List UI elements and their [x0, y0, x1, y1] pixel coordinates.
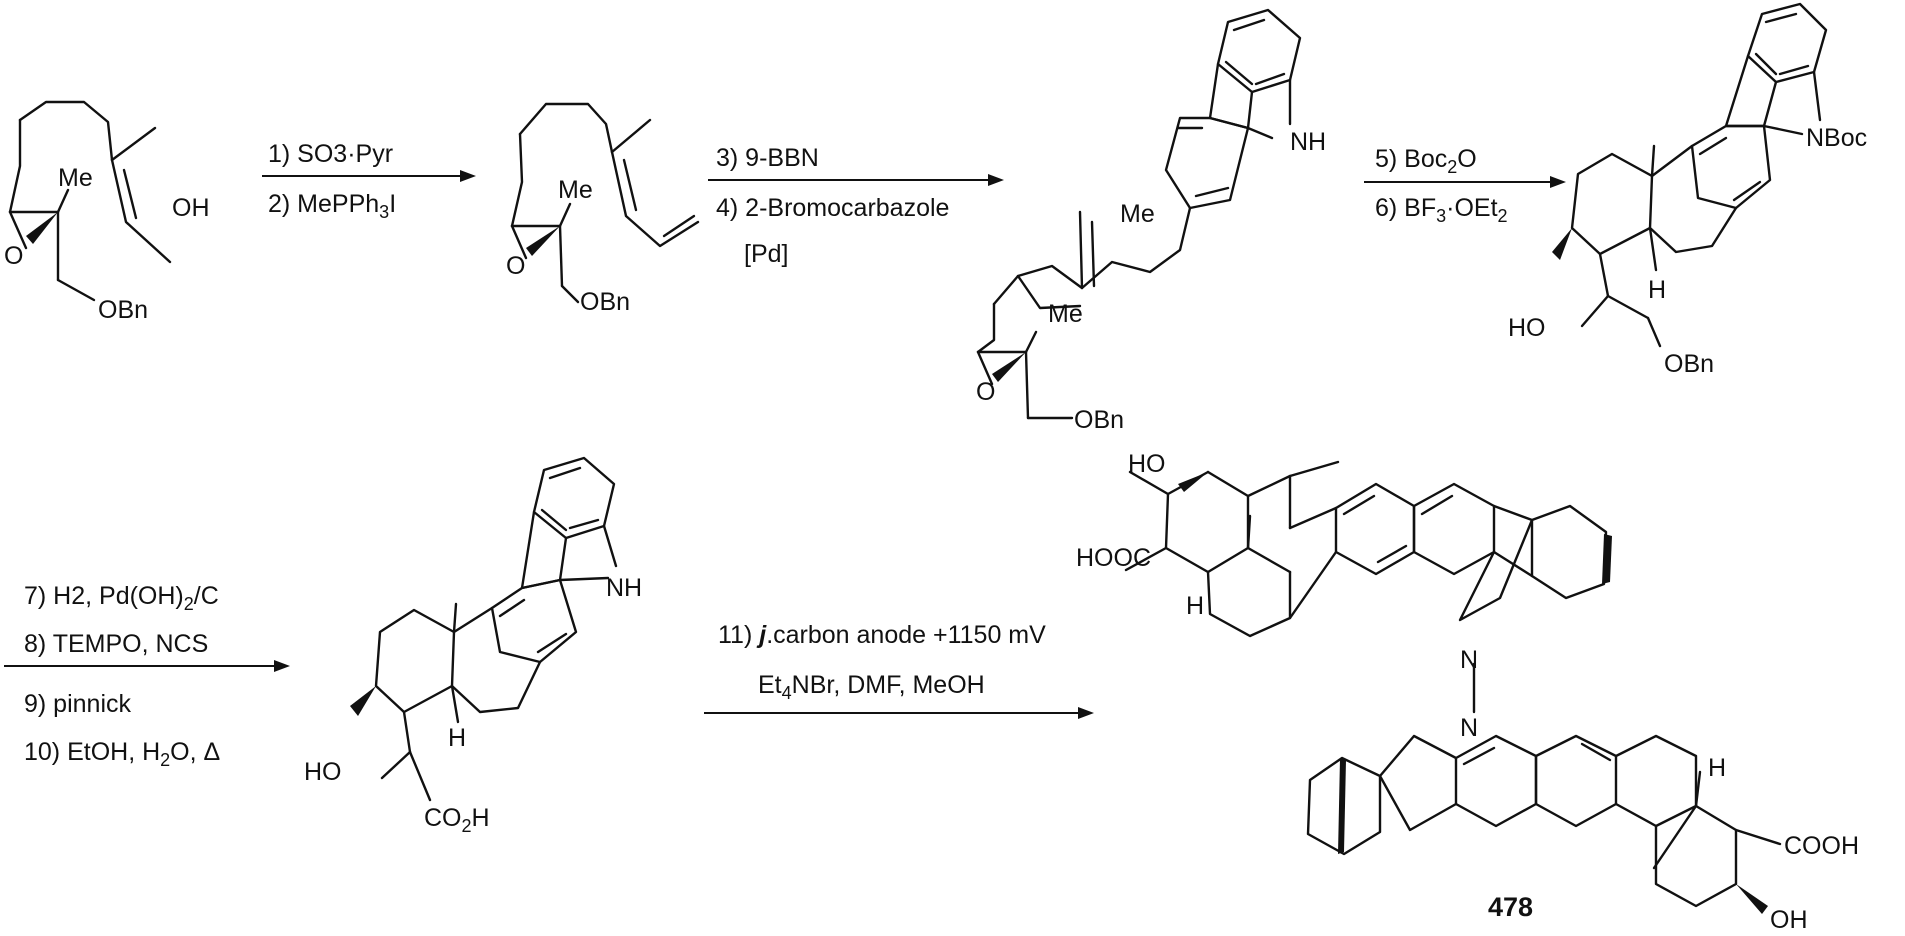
reaction-arrow-3: [1364, 176, 1566, 188]
atom-me-alkene: Me: [1120, 200, 1155, 228]
structure-1-epoxy-alcohol: OH Me O OBn: [4, 100, 210, 324]
structure-6-dimer-478: HO HOOC H N N H COOH OH 478: [1076, 450, 1859, 934]
atom-n-top: N: [1460, 646, 1478, 674]
reaction-arrow-4: [4, 660, 290, 672]
atom-oh: OH: [172, 194, 210, 222]
atom-h: H: [448, 724, 466, 752]
atom-h: H: [1648, 276, 1666, 304]
compound-label: 478: [1488, 892, 1533, 922]
atom-co2h: CO2H: [424, 804, 490, 836]
atom-cooh: COOH: [1784, 832, 1859, 860]
atom-obn: OBn: [1664, 350, 1714, 378]
atom-n-bottom: N: [1460, 714, 1478, 742]
step-11-line-1: 11) j.carbon anode +1150 mV: [718, 621, 1046, 649]
step-8-line: 8) TEMPO, NCS: [24, 630, 208, 658]
step-4-line-2: [Pd]: [744, 240, 788, 268]
atom-nh: NH: [1290, 128, 1326, 156]
reaction-arrow-5: [704, 707, 1094, 719]
atom-ho: HO: [304, 758, 342, 786]
structure-5-carbazole-acid: NH HO H CO2H: [304, 456, 642, 836]
step-3-line-1: 3) 9-BBN: [716, 144, 819, 172]
reaction-arrow-2: [708, 174, 1004, 186]
atom-me: Me: [558, 176, 593, 204]
atom-nboc: NBoc: [1806, 124, 1867, 152]
atom-hooc: HOOC: [1076, 544, 1151, 572]
atom-obn: OBn: [580, 288, 630, 316]
step-11-line-2: Et4NBr, DMF, MeOH: [758, 671, 985, 703]
atom-obn: OBn: [98, 296, 148, 324]
structure-4-nboc-tetracycle: NBoc HO H OBn: [1508, 2, 1867, 378]
atom-h-top: H: [1186, 592, 1204, 620]
step-10-line: 10) EtOH, H2O, Δ: [24, 738, 220, 770]
atom-h-bottom: H: [1708, 754, 1726, 782]
step-4-line-1: 4) 2-Bromocarbazole: [716, 194, 949, 222]
reaction-arrow-1: [262, 170, 476, 182]
atom-ho: HO: [1508, 314, 1546, 342]
step-1-line-2: 2) MePPh3I: [268, 190, 396, 222]
atom-nh: NH: [606, 574, 642, 602]
atom-epoxide-o: O: [4, 242, 23, 270]
atom-me: Me: [58, 164, 93, 192]
atom-oh-bottom: OH: [1770, 906, 1808, 934]
atom-obn: OBn: [1074, 406, 1124, 434]
step-6-line-1: 6) BF3·OEt2: [1375, 194, 1508, 226]
atom-epoxide-o: O: [976, 378, 995, 406]
step-9-line: 9) pinnick: [24, 690, 131, 718]
structure-3-carbazole-epoxide: NH Me Me O OBn: [976, 8, 1326, 434]
structure-2-epoxy-diene: Me O OBn: [506, 102, 700, 316]
atom-me-epoxide: Me: [1048, 300, 1083, 328]
step-5-line-1: 5) Boc2O: [1375, 145, 1477, 177]
step-7-line: 7) H2, Pd(OH)2/C: [24, 582, 219, 614]
atom-ho-top: HO: [1128, 450, 1166, 478]
step-1-line-1: 1) SO3·Pyr: [268, 140, 393, 168]
atom-epoxide-o: O: [506, 252, 525, 280]
